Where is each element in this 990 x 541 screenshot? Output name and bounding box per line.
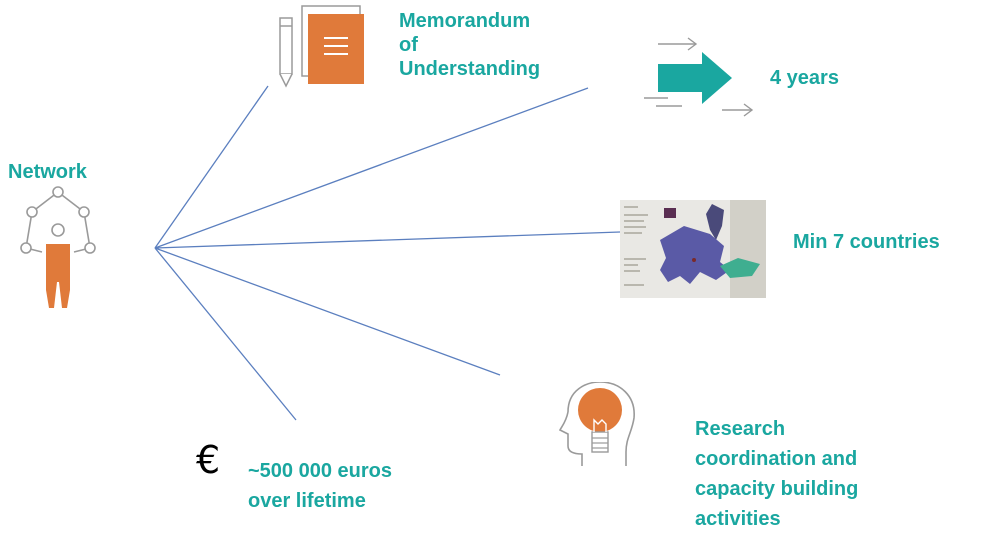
line-to-countries <box>154 231 621 249</box>
network-label: Network <box>8 161 87 183</box>
arrows-forward-icon <box>644 37 754 117</box>
line-to-research <box>154 247 501 376</box>
europe-map-icon <box>620 200 766 298</box>
research-text: Research coordination and capacity build… <box>695 418 859 530</box>
mou-text: Memorandum of Understanding <box>399 10 541 80</box>
network-person-icon <box>20 186 96 308</box>
mou-label: Memorandum of Understanding <box>399 9 589 81</box>
line-to-mou <box>154 85 269 249</box>
budget-text: ~500 000 euros over lifetime <box>248 460 392 512</box>
research-label: Research coordination and capacity build… <box>695 414 955 534</box>
budget-label: ~500 000 euros over lifetime <box>248 456 488 516</box>
years-label: 4 years <box>770 67 839 89</box>
document-pencil-icon <box>279 5 364 88</box>
countries-label: Min 7 countries <box>793 231 940 253</box>
line-to-years <box>154 87 589 249</box>
line-to-budget <box>154 247 297 421</box>
euro-icon: € <box>196 438 221 482</box>
lightbulb-head-icon <box>558 382 635 466</box>
